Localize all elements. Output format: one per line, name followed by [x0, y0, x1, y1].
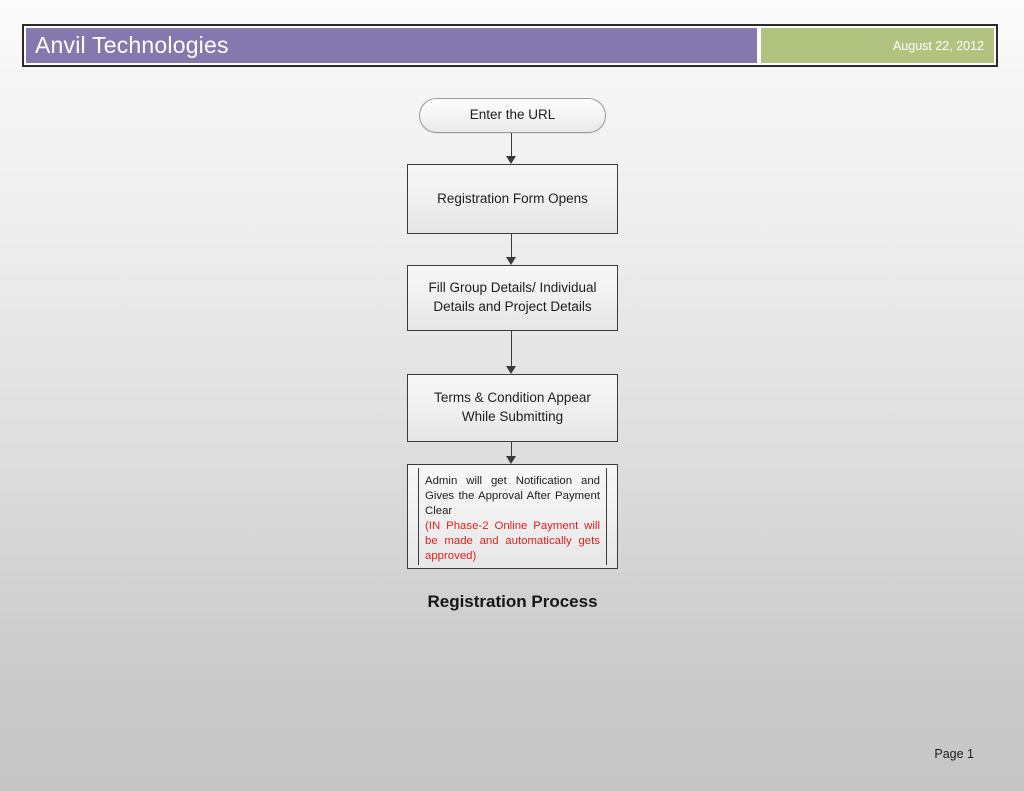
down-arrow-icon: [506, 234, 517, 265]
flow-node-admin-text-frame: Admin will get Notification and Gives th…: [418, 468, 607, 565]
flow-node-fill-details[interactable]: Fill Group Details/ Individual Details a…: [407, 265, 618, 331]
page-title: Anvil Technologies: [35, 32, 229, 58]
flow-node-admin-approval[interactable]: Admin will get Notification and Gives th…: [407, 464, 618, 569]
down-arrow-icon: [506, 133, 517, 164]
flow-node-terms-conditions[interactable]: Terms & Condition Appear While Submittin…: [407, 374, 618, 442]
down-arrow-icon: [506, 331, 517, 374]
flow-node-label: Enter the URL: [469, 107, 556, 123]
flow-node-registration-form[interactable]: Registration Form Opens: [407, 164, 618, 234]
down-arrow-icon: [506, 442, 517, 464]
flow-node-enter-url[interactable]: Enter the URL: [419, 98, 606, 133]
flow-node-label: Fill Group Details/ Individual Details a…: [428, 280, 597, 314]
flow-node-admin-note-red: (IN Phase-2 Online Payment will be made …: [425, 520, 600, 563]
flowchart-caption: Registration Process: [427, 592, 598, 611]
flow-node-label: Registration Form Opens: [437, 190, 588, 206]
page-number: Page 1: [934, 747, 974, 761]
slide-header-bar: Anvil Technologies August 22, 2012: [22, 24, 998, 67]
flow-node-label: Terms & Condition Appear While Submittin…: [434, 390, 591, 424]
flow-node-admin-note-black: Admin will get Notification and Gives th…: [425, 475, 600, 518]
header-date: August 22, 2012: [892, 38, 984, 53]
header-title-block: Anvil Technologies: [26, 28, 757, 63]
header-date-block: August 22, 2012: [761, 28, 994, 63]
